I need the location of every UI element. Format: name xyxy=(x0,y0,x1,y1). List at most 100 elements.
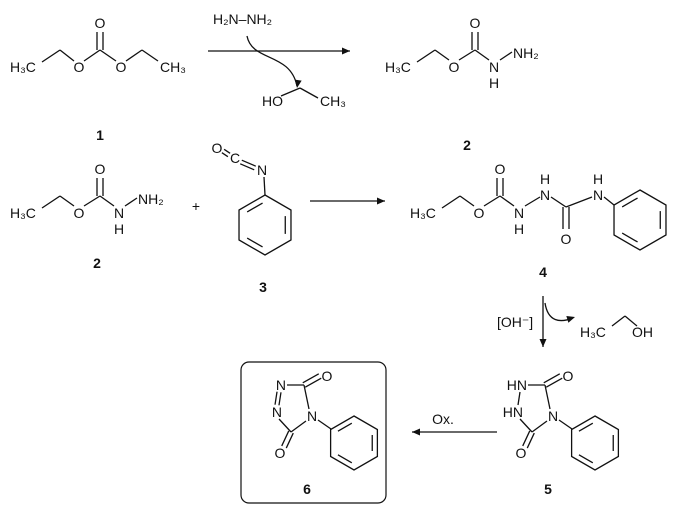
compound-number-2: 2 xyxy=(93,255,101,271)
carbonyl-oxygen-label: O xyxy=(322,368,333,384)
methyl-label: H₃C xyxy=(410,205,436,221)
ester-oxygen-label: O xyxy=(474,205,485,221)
hydrogen-label: H xyxy=(514,221,524,237)
bond xyxy=(290,420,307,433)
step-3-cyclization: [OH⁻] H₃C OH xyxy=(497,296,653,347)
bond xyxy=(263,176,266,196)
bond xyxy=(499,51,513,61)
hydrogen-label: H xyxy=(593,171,603,187)
ring-bonds xyxy=(238,194,292,256)
aromatic-inner-bond xyxy=(246,237,263,248)
arrowhead xyxy=(566,316,575,323)
bond xyxy=(603,196,615,206)
ester-oxygen-label: O xyxy=(74,59,85,75)
n1-label: N xyxy=(276,377,286,393)
bond xyxy=(99,49,117,62)
oxidation-reagent-label: Ox. xyxy=(432,411,454,427)
carbonyl-oxygen-label: O xyxy=(563,368,574,384)
ethanol-byproduct-h3c: H₃C xyxy=(580,324,606,340)
oxygen-label: O xyxy=(212,140,223,156)
step-2-arrow xyxy=(310,197,385,205)
bond xyxy=(125,49,143,62)
n2-label: N xyxy=(272,404,282,420)
double-bond xyxy=(526,432,535,449)
methyl-label: H₃C xyxy=(10,205,36,221)
bond xyxy=(544,384,551,410)
bond xyxy=(280,87,301,97)
aromatic-inner-bond xyxy=(246,202,263,213)
benzene-ring xyxy=(238,194,292,256)
carbonyl-oxygen-label: O xyxy=(95,161,106,177)
aromatic-inner-bond xyxy=(621,197,638,208)
ethanol-byproduct-oh: OH xyxy=(632,324,653,340)
bond xyxy=(83,49,101,62)
double-bond xyxy=(281,430,290,447)
bond xyxy=(519,418,533,433)
bond xyxy=(141,49,159,62)
hydrogen-label: H xyxy=(114,221,124,237)
carbonyl-oxygen-label: O xyxy=(495,161,506,177)
arrowhead xyxy=(539,339,547,347)
arrowhead xyxy=(342,47,350,55)
ethanol-byproduct-ho: HO xyxy=(262,93,283,109)
double-bond xyxy=(522,430,531,447)
compound-number-3: 3 xyxy=(259,279,267,295)
n4-label: N xyxy=(307,408,317,424)
double-bond xyxy=(221,152,229,158)
bond xyxy=(458,49,476,61)
aromatic-inner-bond xyxy=(578,454,594,464)
bond xyxy=(83,195,101,207)
bond xyxy=(531,420,548,433)
nitrogen-label: N xyxy=(489,59,499,75)
ester-oxygen-label: O xyxy=(74,205,85,221)
hydrogen-label: H xyxy=(540,171,550,187)
compound-number-2: 2 xyxy=(463,137,471,153)
nitrogen-label: N xyxy=(540,187,550,203)
double-bond xyxy=(545,377,563,388)
ester-oxygen-label: O xyxy=(116,59,127,75)
bond xyxy=(441,195,461,209)
step-1-hydrazinolysis: H₂N–NH₂ HO CH₃ xyxy=(208,11,350,109)
benzene-ring xyxy=(329,415,379,471)
hydrogen-label: H xyxy=(489,75,499,91)
nitrogen-label: N xyxy=(257,162,267,178)
double-bond xyxy=(278,392,282,406)
double-bond xyxy=(302,373,320,384)
bond xyxy=(99,195,115,207)
carbonyl-oxygen-label: O xyxy=(275,445,286,461)
ethanol-byproduct-ch3: CH₃ xyxy=(320,93,346,109)
plus-sign: + xyxy=(192,198,200,214)
bond xyxy=(317,419,332,430)
bond xyxy=(41,195,61,209)
amine-label: NH₂ xyxy=(138,191,164,207)
bond xyxy=(474,49,490,61)
hydrazine-reagent-label: H₂N–NH₂ xyxy=(213,11,272,27)
carbonyl-oxygen-label: O xyxy=(516,445,527,461)
methyl-label: H₃C xyxy=(385,59,411,75)
aromatic-inner-bond xyxy=(337,454,353,464)
bond xyxy=(434,49,450,61)
double-bond xyxy=(304,377,322,388)
bond xyxy=(299,87,319,99)
double-bond xyxy=(543,373,561,384)
bond xyxy=(499,195,515,207)
methyl-label: H₃C xyxy=(10,59,36,75)
bond xyxy=(624,315,638,327)
carbonyl-oxygen-label: O xyxy=(470,15,481,31)
methyl-label: CH₃ xyxy=(160,59,186,75)
aromatic-inner-bond xyxy=(337,422,353,432)
n2-label: HN xyxy=(503,404,523,420)
carbonyl-oxygen-label: O xyxy=(95,15,106,31)
bond xyxy=(550,196,567,208)
ester-oxygen-label: O xyxy=(449,59,460,75)
compound-number-5: 5 xyxy=(544,481,552,497)
bond xyxy=(416,49,436,63)
bond xyxy=(483,195,501,207)
bond xyxy=(303,384,310,410)
double-bond xyxy=(239,163,255,171)
carbon-label: C xyxy=(230,150,240,166)
hydroxide-reagent-label: [OH⁻] xyxy=(497,314,533,330)
